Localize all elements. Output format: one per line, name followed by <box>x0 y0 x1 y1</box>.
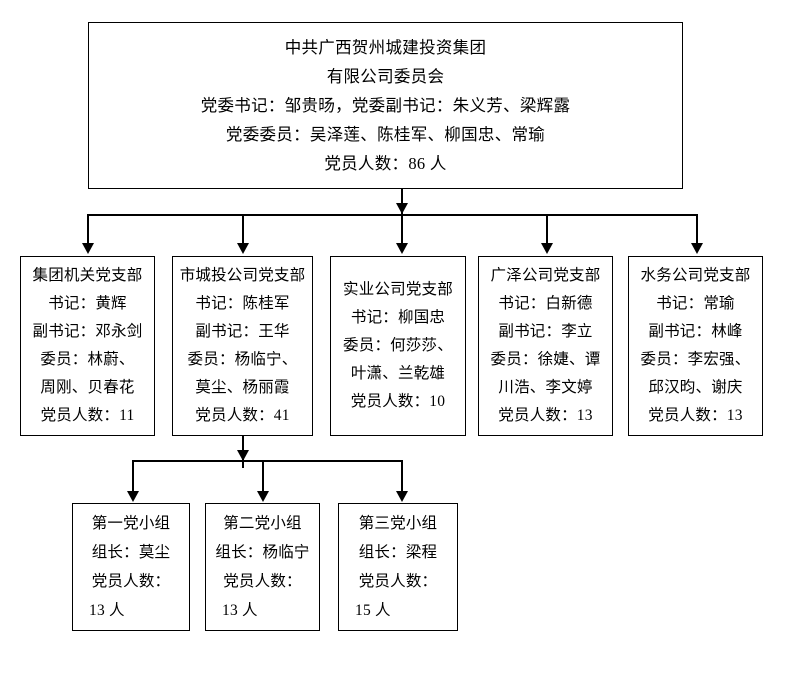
branch-0-line-3: 委员：林蔚、 <box>40 351 135 368</box>
branch-4-line-1: 书记：常瑜 <box>656 295 735 312</box>
branch-box-jituan-jiguan: 集团机关党支部 书记：黄辉 副书记：邓永剑 委员：林蔚、 周刚、贝春花 党员人数… <box>20 256 155 436</box>
branch-2-line-3: 叶潇、兰乾雄 <box>350 365 446 382</box>
branch-2-line-4: 党员人数：10 <box>350 393 446 410</box>
branch-3-line-4: 川浩、李文婷 <box>498 379 593 396</box>
connector-drop-group-2-arrow <box>396 491 408 502</box>
connector-drop-group-2 <box>401 460 403 492</box>
connector-drop-branch-0-arrow <box>82 243 94 254</box>
branch-box-shichengtou: 市城投公司党支部 书记：陈桂军 副书记：王华 委员：杨临宁、 莫尘、杨丽霞 党员… <box>172 256 313 436</box>
branch-3-line-2: 副书记：李立 <box>498 323 593 340</box>
root-line-members: 党委委员：吴泽莲、陈桂军、柳国忠、常瑜 <box>225 125 546 144</box>
connector-drop-branch-2 <box>401 214 403 244</box>
connector-drop-branch-1 <box>242 214 244 244</box>
branch-4-line-4: 邱汉昀、谢庆 <box>648 379 743 396</box>
connector-drop-group-0 <box>132 460 134 492</box>
group-0-line-0: 第一党小组 <box>91 515 171 532</box>
group-2-line-3: 15 人 <box>355 602 391 619</box>
group-box-third: 第三党小组 组长：梁程 党员人数： 15 人 <box>338 503 458 631</box>
branch-2-line-2: 委员：何莎莎、 <box>343 337 453 354</box>
branch-4-line-2: 副书记：林峰 <box>648 323 743 340</box>
branch-0-line-0: 集团机关党支部 <box>32 267 143 284</box>
group-0-line-1: 组长：莫尘 <box>91 544 171 561</box>
connector-drop-group-1-arrow <box>257 491 269 502</box>
branch-1-line-4: 莫尘、杨丽霞 <box>195 379 290 396</box>
branch-box-shiye: 实业公司党支部 书记：柳国忠 委员：何莎莎、 叶潇、兰乾雄 党员人数：10 <box>330 256 466 436</box>
group-1-line-3: 13 人 <box>222 602 258 619</box>
branch-3-line-3: 委员：徐婕、谭 <box>490 351 601 368</box>
connector-drop-branch-0 <box>87 214 89 244</box>
group-box-second: 第二党小组 组长：杨临宁 党员人数： 13 人 <box>205 503 320 631</box>
branch-1-line-3: 委员：杨临宁、 <box>187 351 298 368</box>
branch-2-line-1: 书记：柳国忠 <box>350 309 446 326</box>
group-0-line-3: 13 人 <box>89 602 125 619</box>
connector-group-stem-arrow <box>237 450 249 461</box>
connector-drop-branch-4 <box>696 214 698 244</box>
branch-4-line-3: 委员：李宏强、 <box>640 351 751 368</box>
branch-0-line-1: 书记：黄辉 <box>48 295 127 312</box>
connector-drop-branch-1-arrow <box>237 243 249 254</box>
connector-drop-branch-3 <box>546 214 548 244</box>
branch-1-line-5: 党员人数：41 <box>195 407 290 424</box>
branch-4-line-5: 党员人数：13 <box>648 407 743 424</box>
branch-3-line-0: 广泽公司党支部 <box>490 267 601 284</box>
branch-3-line-1: 书记：白新德 <box>498 295 593 312</box>
connector-drop-branch-3-arrow <box>541 243 553 254</box>
branch-1-line-0: 市城投公司党支部 <box>179 267 306 284</box>
connector-drop-branch-2-arrow <box>396 243 408 254</box>
root-line-count: 党员人数：86 人 <box>324 154 447 173</box>
root-committee-box: 中共广西贺州城建投资集团 有限公司委员会 党委书记：邹贵旸，党委副书记：朱义芳、… <box>88 22 683 189</box>
root-line-title-2: 有限公司委员会 <box>326 67 445 86</box>
group-box-first: 第一党小组 组长：莫尘 党员人数： 13 人 <box>72 503 190 631</box>
group-0-line-2: 党员人数： <box>91 573 171 590</box>
branch-4-line-0: 水务公司党支部 <box>640 267 751 284</box>
branch-0-line-5: 党员人数：11 <box>40 407 135 424</box>
group-2-line-0: 第三党小组 <box>358 515 438 532</box>
root-line-secretary: 党委书记：邹贵旸，党委副书记：朱义芳、梁辉露 <box>200 96 571 115</box>
branch-0-line-4: 周刚、贝春花 <box>40 379 135 396</box>
group-2-line-1: 组长：梁程 <box>358 544 438 561</box>
group-2-line-2: 党员人数： <box>358 573 438 590</box>
branch-1-line-2: 副书记：王华 <box>195 323 290 340</box>
branch-box-guangze: 广泽公司党支部 书记：白新德 副书记：李立 委员：徐婕、谭 川浩、李文婷 党员人… <box>478 256 613 436</box>
connector-root-stem-arrow <box>396 203 408 214</box>
branch-box-shuiwu: 水务公司党支部 书记：常瑜 副书记：林峰 委员：李宏强、 邱汉昀、谢庆 党员人数… <box>628 256 763 436</box>
connector-group-bus <box>132 460 402 462</box>
branch-3-line-5: 党员人数：13 <box>498 407 593 424</box>
root-line-title-1: 中共广西贺州城建投资集团 <box>284 38 487 57</box>
group-1-line-0: 第二党小组 <box>223 515 302 532</box>
group-1-line-1: 组长：杨临宁 <box>215 544 310 561</box>
connector-branch-bus <box>87 214 697 216</box>
branch-1-line-1: 书记：陈桂军 <box>195 295 290 312</box>
branch-2-line-0: 实业公司党支部 <box>343 281 453 298</box>
connector-drop-branch-4-arrow <box>691 243 703 254</box>
group-1-line-2: 党员人数： <box>223 573 302 590</box>
connector-drop-group-1 <box>262 460 264 492</box>
connector-drop-group-0-arrow <box>127 491 139 502</box>
branch-0-line-2: 副书记：邓永剑 <box>32 323 143 340</box>
